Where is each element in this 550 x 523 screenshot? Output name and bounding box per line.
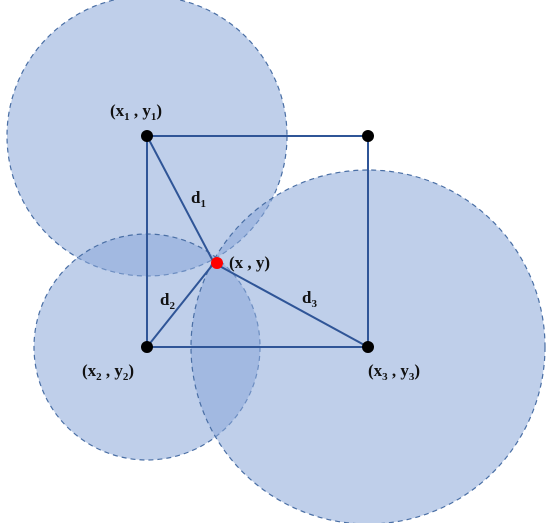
distance-line-3 — [213, 262, 369, 348]
distance-label-1: d1 — [191, 188, 206, 210]
node-top-right — [362, 130, 374, 142]
node-3 — [362, 341, 374, 353]
node-1 — [141, 130, 153, 142]
target-point — [211, 257, 223, 269]
distance-line-1 — [146, 135, 215, 264]
node-1-label: (x1 , y1) — [110, 101, 162, 123]
distance-line-2 — [146, 262, 215, 348]
node-2-label: (x2 , y2) — [82, 361, 134, 383]
node-3-label: (x3 , y3) — [368, 361, 420, 383]
distance-label-3: d3 — [302, 288, 317, 310]
target-label: (x , y) — [229, 253, 270, 272]
node-2 — [141, 341, 153, 353]
distance-label-2: d2 — [160, 290, 175, 312]
